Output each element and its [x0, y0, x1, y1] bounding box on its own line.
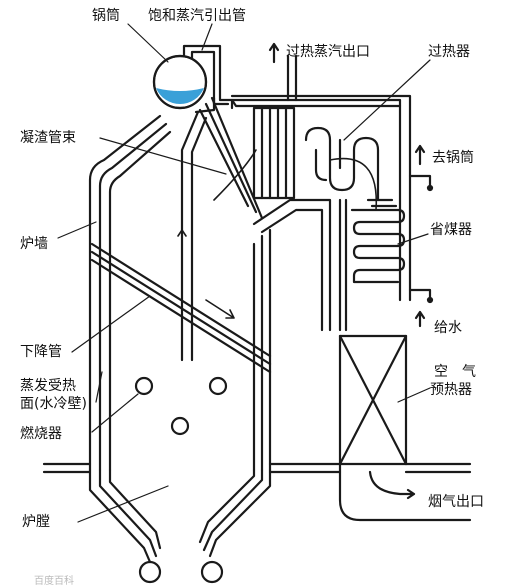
flue-flow-right-arrow: [205, 299, 235, 319]
label-evap-surface-1: 蒸发受热: [20, 378, 76, 394]
leader-air-heater: [397, 387, 431, 403]
flue-flow-up-arrow: [177, 229, 187, 351]
leader-superheater: [343, 59, 431, 141]
label-drum: 锅筒: [92, 8, 120, 24]
ground-line: [42, 462, 342, 474]
feed-water-arrow: [414, 310, 426, 328]
label-burner: 燃烧器: [20, 426, 62, 442]
furnace-left-wall: [88, 114, 172, 472]
lower-header-left: [138, 560, 162, 584]
superheated-outlet-arrow: [268, 42, 280, 64]
flue-flow-pass-arrow: [213, 149, 257, 201]
leader-drum: [127, 23, 169, 63]
label-furnace-wall: 炉墙: [20, 236, 48, 252]
leader-burner: [91, 393, 139, 433]
lower-header-right: [200, 560, 224, 584]
to-drum-arrow: [414, 144, 426, 166]
label-flue-outlet: 烟气出口: [428, 494, 484, 510]
label-feed-water: 给水: [434, 320, 462, 336]
burner-3: [170, 416, 190, 436]
furnace-right-wall: [180, 110, 272, 472]
watermark: 百度百科: [34, 576, 74, 587]
label-air-heater-1: 空 气: [434, 364, 476, 380]
label-to-drum: 去锅筒: [432, 150, 474, 166]
superheater-coil: [304, 126, 380, 202]
burner-1: [134, 376, 154, 396]
burner-2: [208, 376, 228, 396]
slag-screen-tubes: [198, 96, 264, 220]
downcomer: [90, 242, 272, 374]
flue-gas-duct: [338, 462, 472, 522]
rear-pass-wall-outer: [338, 198, 348, 332]
flue-gas-arrow: [368, 470, 416, 500]
label-downcomer: 下降管: [20, 344, 62, 360]
air-preheater: [338, 334, 408, 466]
superheater-flow-arrow: [329, 157, 378, 211]
leader-slag-screen: [99, 137, 227, 175]
leader-furnace: [77, 485, 169, 523]
leader-sat-steam: [201, 23, 213, 51]
label-superheater: 过热器: [428, 44, 470, 60]
label-slag-screen: 凝渣管束: [20, 130, 76, 146]
label-air-heater-2: 预热器: [430, 382, 472, 398]
furnace-hopper: [88, 468, 162, 564]
leader-economizer: [397, 233, 429, 245]
drum-water: [156, 88, 204, 105]
economizer-coil: [350, 208, 406, 284]
leader-furnace-wall: [57, 221, 97, 239]
label-superheated-outlet: 过热蒸汽出口: [286, 44, 370, 60]
label-furnace: 炉膛: [22, 514, 50, 530]
label-saturated-steam-pipe: 饱和蒸汽引出管: [148, 8, 246, 24]
superheater-bank: [252, 106, 296, 200]
label-economizer: 省煤器: [430, 222, 472, 238]
leader-downcomer: [71, 295, 151, 353]
leader-evap: [95, 371, 103, 403]
label-evap-surface-2: 面(水冷壁): [20, 396, 87, 412]
superheated-outlet-pipe: [286, 54, 298, 102]
